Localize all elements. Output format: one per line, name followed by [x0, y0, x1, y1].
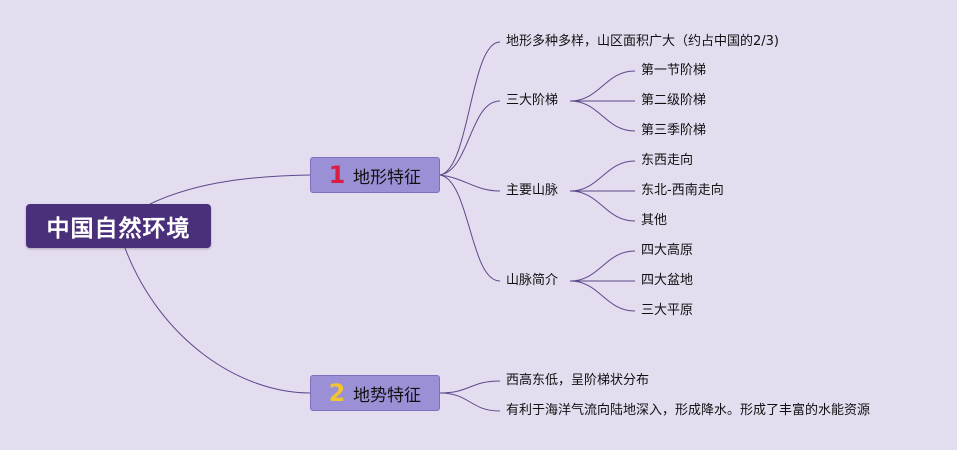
leaf-east-west[interactable]: 东西走向	[641, 153, 694, 168]
connector-sub2-leaf1	[569, 70, 636, 102]
connector-root-topic2	[124, 247, 311, 394]
leaf-three-plains[interactable]: 三大平原	[641, 303, 694, 318]
connector-topic2-sub2	[439, 392, 501, 412]
root-label: 中国自然环境	[46, 216, 191, 242]
leaf-first-step[interactable]: 第一节阶梯	[641, 63, 707, 78]
leaf-third-step[interactable]: 第三季阶梯	[641, 123, 707, 138]
subtopic-main-mountains[interactable]: 主要山脉	[506, 183, 559, 198]
connector-topic1-sub1	[439, 41, 501, 176]
subtopic-west-high-east-low[interactable]: 西高东低，呈阶梯状分布	[506, 373, 650, 388]
connector-topic2-sub1	[439, 380, 501, 394]
leaf-four-plateaus[interactable]: 四大高原	[641, 243, 694, 258]
connector-sub3-leaf1	[569, 160, 636, 192]
number-badge-1: 1	[328, 161, 346, 189]
connector-root-topic1	[149, 174, 311, 205]
subtopic-ocean-airflow[interactable]: 有利于海洋气流向陆地深入，形成降水。形成了丰富的水能资源	[506, 403, 871, 418]
subtopic-three-steps[interactable]: 三大阶梯	[506, 93, 559, 108]
connector-sub4-leaf1	[569, 250, 636, 282]
leaf-second-step[interactable]: 第二级阶梯	[641, 93, 707, 108]
leaf-northeast-southwest[interactable]: 东北-西南走向	[641, 183, 724, 198]
topic-elevation-features[interactable]: 2 地势特征	[310, 375, 440, 411]
leaf-four-basins[interactable]: 四大盆地	[641, 273, 694, 288]
connector-topic1-sub3	[439, 174, 501, 192]
leaf-other[interactable]: 其他	[641, 213, 668, 228]
topic-label: 地势特征	[353, 385, 421, 406]
connector-topic1-sub2	[439, 100, 501, 176]
connector-sub2-leaf3	[569, 100, 636, 132]
root-node[interactable]: 中国自然环境	[26, 204, 211, 248]
topic-label: 地形特征	[353, 167, 421, 188]
connector-sub4-leaf3	[569, 280, 636, 312]
number-badge-2: 2	[328, 379, 346, 407]
subtopic-mountain-intro[interactable]: 山脉简介	[506, 273, 559, 288]
subtopic-diverse-terrain[interactable]: 地形多种多样，山区面积广大（约占中国的2/3)	[506, 34, 779, 49]
topic-terrain-features[interactable]: 1 地形特征	[310, 157, 440, 193]
connector-sub3-leaf3	[569, 190, 636, 222]
connector-topic1-sub4	[439, 174, 501, 282]
